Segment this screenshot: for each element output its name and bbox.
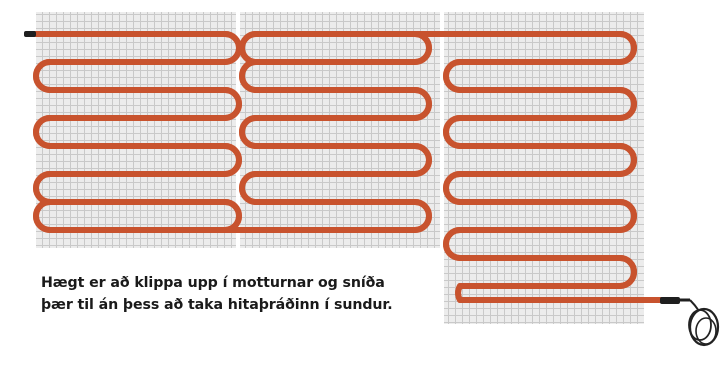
coiled-power-lead-icon [688, 299, 720, 347]
mesh-mat-right [444, 12, 644, 324]
heating-cable-icon [27, 31, 665, 303]
cable-connector-icon [660, 297, 690, 304]
caption-line-2: þær til án þess að taka hitaþráðinn í su… [41, 297, 393, 313]
caption: Hægt er að klippa upp í motturnar og sní… [41, 272, 441, 316]
caption-line-1: Hægt er að klippa upp í motturnar og sní… [41, 275, 385, 291]
cable-end-left-icon [24, 31, 36, 37]
mesh-mat-middle [240, 12, 440, 248]
mesh-mat-left [36, 12, 236, 248]
